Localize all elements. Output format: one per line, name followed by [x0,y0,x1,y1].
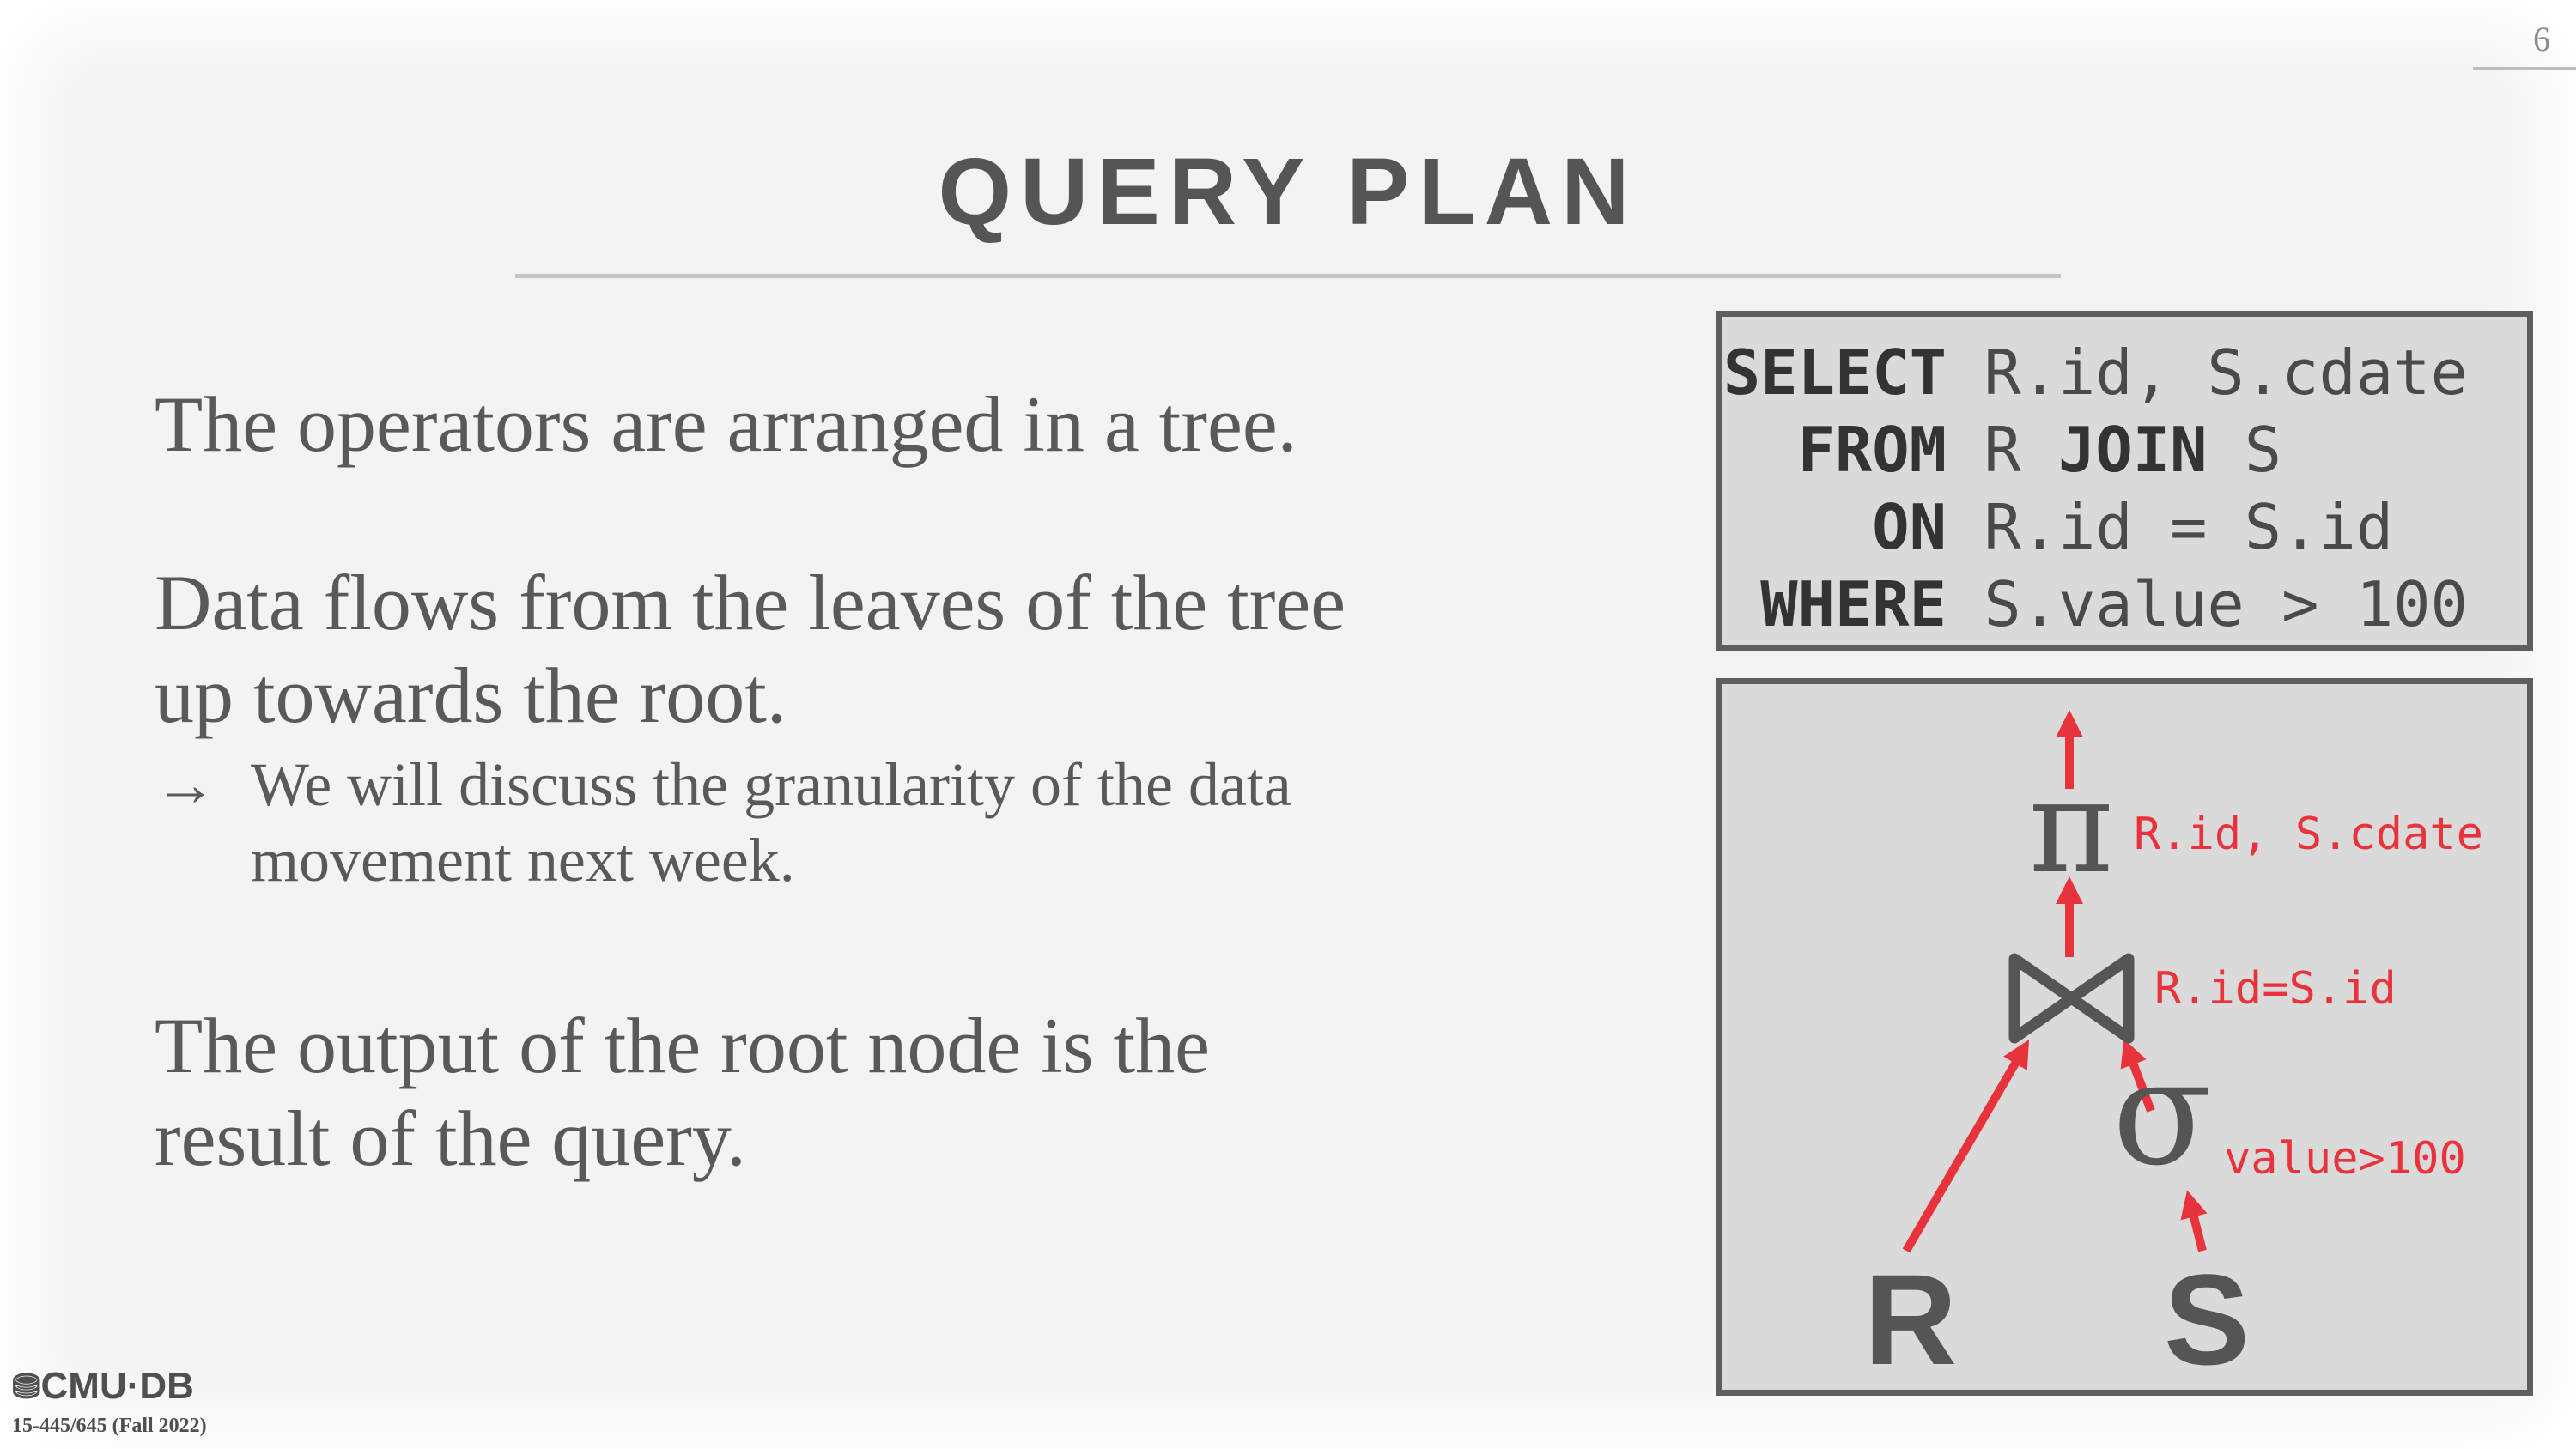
sql-query-box: SELECT R.id, S.cdate FROM R JOIN S ON R.… [1716,311,2533,651]
projection-pi-icon: π [2029,753,2114,902]
join-label: R.id=S.id [2154,963,2397,1015]
selection-label: value>100 [2224,1133,2466,1185]
projection-label: R.id, S.cdate [2134,809,2483,860]
query-plan-tree: π R.id, S.cdate R.id=S.id σ value>100 R … [1716,678,2533,1396]
right-arrow-icon: → [155,750,216,819]
bullet-root-output: The output of the root node is the resul… [155,1002,1210,1182]
sql-from-line: FROM R JOIN S [1797,414,2282,486]
bullet-data-flow: Data flows from the leaves of the tree u… [155,559,1346,739]
sql-on-line: ON R.id = S.id [1872,491,2394,563]
selection-to-join-arrow [2120,1039,2155,1113]
join-bowtie-icon [2008,953,2135,1044]
sql-where-line: WHERE S.value > 100 [1760,568,2468,640]
query-plan-diagram: π R.id, S.cdate R.id=S.id σ value>100 R … [1864,709,2483,1391]
cmu-db-logo: ⛃CMU·DB [12,1365,194,1407]
sub-bullet-granularity: → We will discuss the granularity of the… [155,747,1494,898]
page-number: 6 [2533,20,2550,58]
sql-select-line: SELECT R.id, S.cdate [1722,336,2468,409]
r-to-join-arrow [1902,1040,2030,1253]
leaf-s: S [2164,1247,2250,1391]
selection-sigma-icon: σ [2112,1028,2212,1198]
bullet-operators-tree: The operators are arranged in a tree. [155,380,1297,468]
course-label: 15-445/645 (Fall 2022) [12,1415,207,1437]
bullet-list: The operators are arranged in a tree. Da… [155,378,1494,1185]
database-icon: ⛃ [12,1368,41,1406]
title-underline [515,274,2061,278]
slide-title: QUERY PLAN [938,139,1638,245]
s-to-selection-arrow [2180,1190,2208,1252]
page-number-rule [2473,67,2576,70]
leaf-r: R [1864,1247,1957,1391]
